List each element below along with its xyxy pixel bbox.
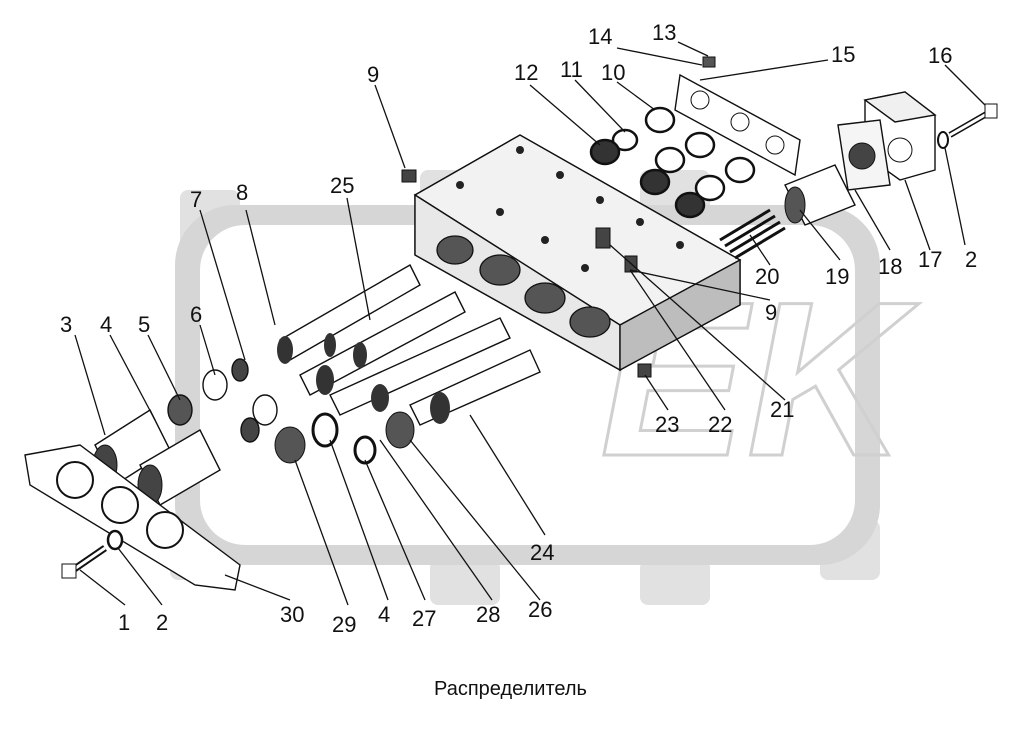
callout-9-top: 9 (367, 62, 379, 87)
callout-10: 10 (601, 60, 625, 85)
callout-16: 16 (928, 43, 952, 68)
callout-26: 26 (528, 597, 552, 622)
spools (277, 264, 541, 426)
callout-30: 30 (280, 602, 304, 627)
small-bolt-13 (702, 56, 716, 68)
callout-6: 6 (190, 302, 202, 327)
callout-2: 2 (156, 610, 168, 635)
callout-14: 14 (588, 24, 612, 49)
plug-23 (637, 363, 652, 378)
callout-21: 21 (770, 397, 794, 422)
washer-2-right (937, 131, 949, 149)
rings-27-28-29 (274, 411, 415, 465)
callout-17: 17 (918, 247, 942, 272)
cover-plate-30 (24, 444, 241, 591)
spring-20 (719, 208, 786, 260)
diagram-caption: Распределитель (434, 678, 587, 700)
callout-8: 8 (236, 180, 248, 205)
cups-3 (92, 408, 221, 506)
callout-25: 25 (330, 173, 354, 198)
cylinder-19 (784, 164, 856, 226)
callout-2-right: 2 (965, 247, 977, 272)
plug-9-top (401, 169, 417, 183)
callout-20: 20 (755, 264, 779, 289)
leader-lines (74, 41, 986, 606)
callout-7: 7 (190, 187, 202, 212)
callout-15: 15 (831, 42, 855, 67)
callout-13: 13 (652, 20, 676, 45)
bolt-1 (61, 545, 107, 579)
bolt-16 (948, 103, 998, 138)
callout-9-right: 9 (765, 300, 777, 325)
seal-rings (589, 106, 756, 219)
callout-23: 23 (655, 412, 679, 437)
callout-labels: 1 2 3 4 5 6 7 8 9 25 12 11 10 14 13 15 1… (60, 20, 977, 637)
flange-18 (837, 119, 891, 191)
callout-19: 19 (825, 264, 849, 289)
callout-4: 4 (100, 312, 112, 337)
callout-18: 18 (878, 254, 902, 279)
cover-plate-15 (674, 73, 801, 177)
callout-29: 29 (332, 612, 356, 637)
washer-2-left (106, 529, 124, 551)
callout-1: 1 (118, 610, 130, 635)
callout-27: 27 (412, 606, 436, 631)
callout-28: 28 (476, 602, 500, 627)
nuts-4-5-6 (167, 358, 278, 443)
callout-4-bottom: 4 (378, 602, 390, 627)
callout-3: 3 (60, 312, 72, 337)
callout-12: 12 (514, 60, 538, 85)
callout-24: 24 (530, 540, 554, 565)
callout-11: 11 (560, 57, 583, 82)
callout-5: 5 (138, 312, 150, 337)
callout-22: 22 (708, 412, 732, 437)
